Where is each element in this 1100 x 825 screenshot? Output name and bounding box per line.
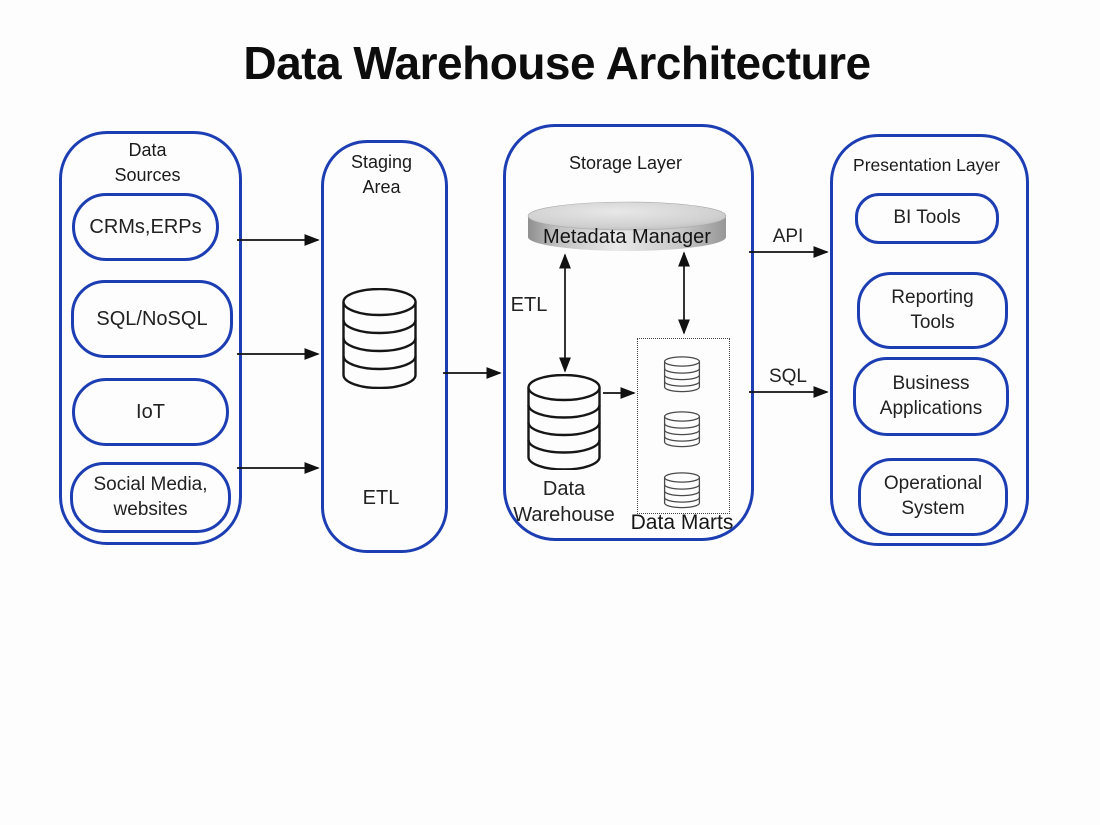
- source-pill-crms-erps: CRMs,ERPs: [72, 193, 219, 261]
- diagram-title: Data Warehouse Architecture: [243, 37, 871, 89]
- metadata-manager-label: Metadata Manager: [543, 226, 711, 248]
- data-sources-panel: [59, 131, 242, 545]
- data-mart-database-icon: [663, 356, 701, 393]
- staging-area-panel: [321, 140, 448, 553]
- data-sources-title: Data Sources: [114, 140, 181, 185]
- sql-connection-label: SQL: [768, 366, 808, 387]
- storage-layer-panel: [503, 124, 754, 541]
- data-marts-label: Data Marts: [630, 511, 734, 534]
- metadata-disk-icon: [527, 201, 727, 251]
- staging-area-title: Staging Area: [350, 152, 413, 197]
- data-mart-database-icon: [663, 472, 701, 509]
- presentation-layer-title: Presentation Layer: [853, 155, 1000, 175]
- source-pill-sql-nosql: SQL/NoSQL: [71, 280, 233, 358]
- storage-etl-label: ETL: [510, 294, 548, 316]
- data-warehouse-label: Data Warehouse: [513, 478, 615, 527]
- source-pill-social-media: Social Media, websites: [70, 462, 231, 533]
- storage-layer-title: Storage Layer: [568, 153, 683, 173]
- presentation-layer-panel: [830, 134, 1029, 546]
- presentation-pill-business-applications: Business Applications: [853, 357, 1009, 436]
- data-marts-box: [637, 338, 730, 514]
- source-pill-iot: IoT: [72, 378, 229, 446]
- database-icon: [342, 288, 417, 389]
- api-connection-label: API: [772, 226, 804, 247]
- staging-etl-label: ETL: [362, 487, 400, 509]
- presentation-pill-reporting-tools: Reporting Tools: [857, 272, 1008, 349]
- presentation-pill-operational-system: Operational System: [858, 458, 1008, 536]
- data-mart-database-icon: [663, 411, 701, 448]
- presentation-pill-bi-tools: BI Tools: [855, 193, 999, 244]
- data-warehouse-database-icon: [527, 374, 601, 470]
